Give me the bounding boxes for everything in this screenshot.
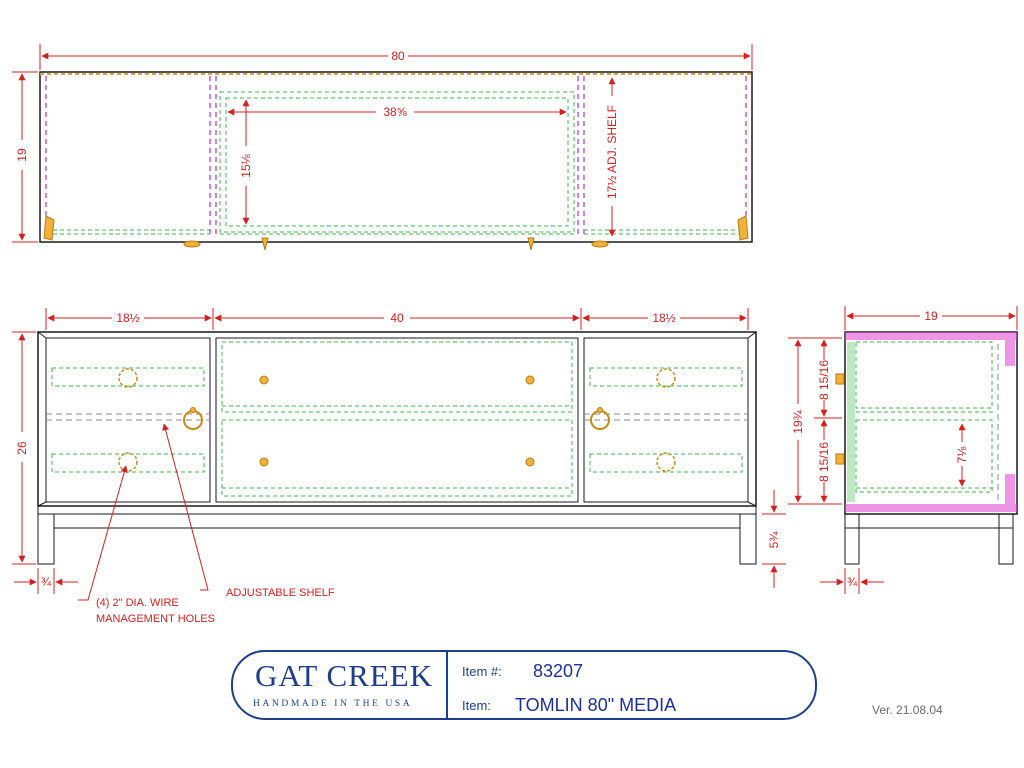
technical-drawing: 80 19 38⅝ 15⅛ 17½ ADJ. SHELF [12,44,1018,625]
dim-side-depth: 19 [924,309,938,323]
dim-leg-width-side: ¾ [847,575,858,589]
dim-adj-shelf: 17½ ADJ. SHELF [605,105,619,199]
front-view [37,331,757,565]
dim-overall-width: 80 [391,49,405,63]
note-wire-holes-line2: MANAGEMENT HOLES [96,613,215,625]
dim-left-cabinet: 18½ [116,311,139,325]
note-wire-holes-line1: (4) 2" DIA. WIRE [96,597,179,609]
title-block: GAT CREEK HANDMADE IN THE USA Item #: 83… [231,650,817,720]
dim-side-lower: 8 15/16 [817,442,831,482]
version-label: Ver. 21.08.04 [872,703,943,717]
dim-right-cabinet: 18½ [652,311,675,325]
dim-center-cabinet: 40 [390,311,404,325]
dim-inner-height: 15⅛ [239,153,253,177]
item-name-value: TOMLIN 80" MEDIA [515,695,677,715]
side-view-dimensions: 19 19¾ 8 15/16 8 15/16 7⅛ ¾ [788,306,1018,594]
item-number-value: 83207 [533,661,584,681]
item-number-label: Item #: [462,664,502,679]
top-view-dimensions: 80 19 38⅝ 15⅛ 17½ ADJ. SHELF [12,44,753,243]
item-name-label: Item: [462,698,491,713]
title-block-divider [446,652,448,718]
dim-side-upper: 8 15/16 [817,360,831,400]
dim-inner-width: 38⅝ [383,105,407,119]
dim-leg-height: 5¾ [767,531,781,549]
brand-logo: GAT CREEK [255,658,434,693]
side-view [835,331,1018,565]
dim-leg-width-front: ¾ [41,575,52,589]
note-adjustable-shelf: ADJUSTABLE SHELF [226,587,335,599]
dim-top-depth: 19 [15,148,29,162]
top-view [39,71,753,251]
dim-front-height: 26 [15,441,29,455]
front-view-dimensions: 18½ 40 18½ 26 5¾ ¾ [12,308,786,601]
dim-side-drawer: 7⅛ [955,446,969,464]
brand-tagline: HANDMADE IN THE USA [253,699,413,709]
dim-side-inner-height: 19¾ [791,409,805,433]
